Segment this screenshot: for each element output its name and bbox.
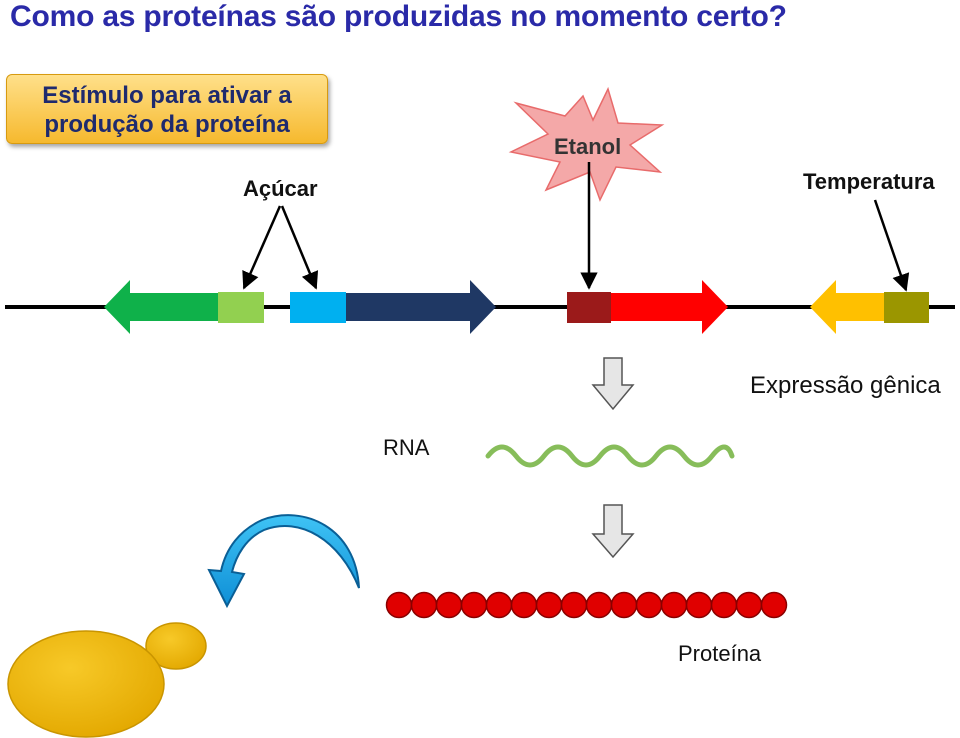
stimulus-callout-box: Estímulo para ativar a produção da prote… xyxy=(6,74,328,144)
label-rna: RNA xyxy=(383,435,430,460)
promoter-darkred xyxy=(567,292,611,323)
yeast-bud xyxy=(145,622,207,670)
promoter-lightgreen xyxy=(218,292,264,323)
gene-red-arrow xyxy=(611,280,728,334)
gene-yellow-arrow xyxy=(810,280,884,334)
label-protein: Proteína xyxy=(678,641,762,666)
protein-chain xyxy=(385,591,788,619)
callout-line-1: Estímulo para ativar a xyxy=(42,82,292,109)
page-title: Como as proteínas são produzidas no mome… xyxy=(10,0,787,33)
curved-arrow xyxy=(207,514,360,609)
callout-line-2: produção da proteína xyxy=(44,111,290,138)
sugar-arrow-right xyxy=(280,205,319,290)
promoter-blue xyxy=(290,292,346,323)
temperature-arrow xyxy=(873,199,910,292)
down-arrow-2 xyxy=(591,504,635,559)
label-gene-expression: Expressão gênica xyxy=(750,372,941,399)
etanol-star-burst xyxy=(508,86,665,202)
down-arrow-1 xyxy=(591,357,635,411)
promoter-olive xyxy=(884,292,929,323)
yeast-cell xyxy=(7,630,165,738)
sugar-arrow-left xyxy=(242,205,282,290)
gene-navy-arrow xyxy=(346,280,496,334)
rna-wave xyxy=(485,444,735,468)
label-temperature: Temperatura xyxy=(803,169,935,194)
label-sugar: Açúcar xyxy=(243,176,318,201)
gene-green-arrow xyxy=(104,280,218,334)
label-etanol: Etanol xyxy=(554,134,622,159)
